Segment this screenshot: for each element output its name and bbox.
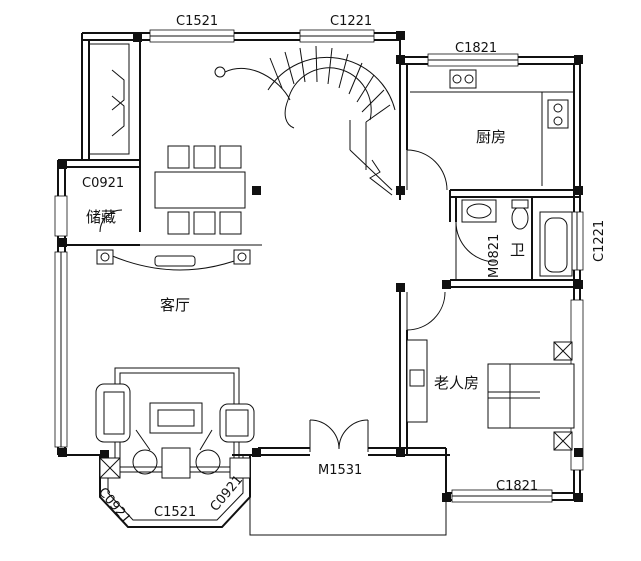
walls — [57, 32, 581, 536]
doors — [309, 149, 497, 452]
spiral-stair — [214, 45, 396, 196]
label-door-entry: M1531 — [318, 463, 362, 478]
label-win-kitchen: C1821 — [455, 41, 497, 56]
room-storage: 储藏 — [86, 208, 116, 226]
storage-cabinet — [88, 43, 130, 233]
label-win-bath-side: C1221 — [592, 220, 607, 262]
room-bath: 卫 — [510, 241, 525, 259]
columns — [58, 31, 583, 502]
labels: C1521 C1221 C1821 C1221 C0921 M0821 M153… — [82, 14, 607, 527]
label-win-bay-left: C0921 — [95, 485, 134, 527]
label-win-storage: C0921 — [82, 176, 124, 191]
room-elder-bedroom: 老人房 — [434, 374, 479, 392]
label-win-bay-mid: C1521 — [154, 505, 196, 520]
room-living: 客厅 — [160, 296, 190, 314]
label-door-bath: M0821 — [487, 234, 502, 278]
label-win-bedroom-bottom: C1821 — [496, 479, 538, 494]
bedroom-furniture — [406, 339, 575, 451]
bathroom-fixtures — [461, 199, 573, 277]
living-room-set — [95, 367, 255, 479]
kitchen-fixtures — [410, 69, 574, 186]
label-win-top-mid: C1221 — [330, 14, 372, 29]
windows — [54, 29, 584, 503]
dining-set — [96, 145, 251, 271]
label-win-top-left: C1521 — [176, 14, 218, 29]
room-kitchen: 厨房 — [476, 128, 506, 146]
